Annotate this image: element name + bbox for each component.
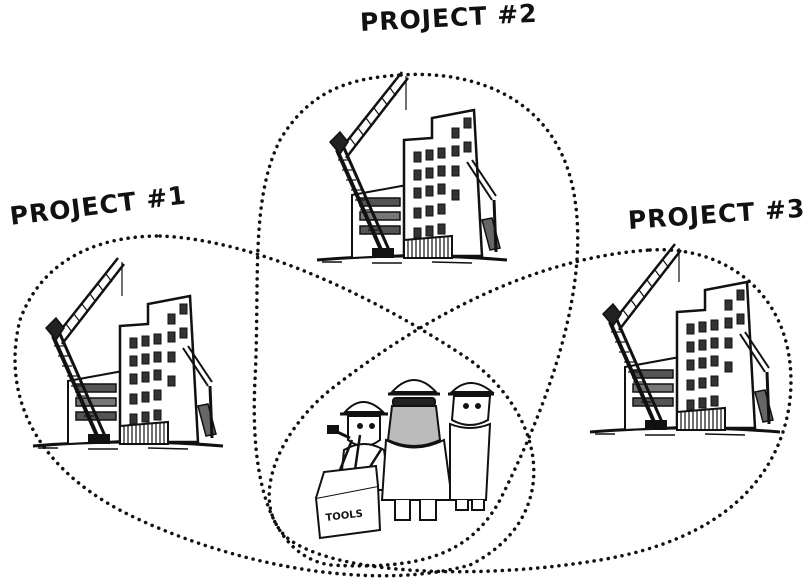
workers-illustration <box>327 379 495 521</box>
project-1-circle <box>13 234 536 578</box>
project-1-site-illustration <box>31 256 225 451</box>
project-3-site-illustration <box>588 242 782 437</box>
project-2-site-illustration <box>315 70 509 265</box>
project-2-circle <box>252 72 580 568</box>
project-3-circle <box>267 247 793 574</box>
toolbox-label: TOOLS <box>325 509 363 524</box>
toolbox-illustration <box>314 434 384 540</box>
